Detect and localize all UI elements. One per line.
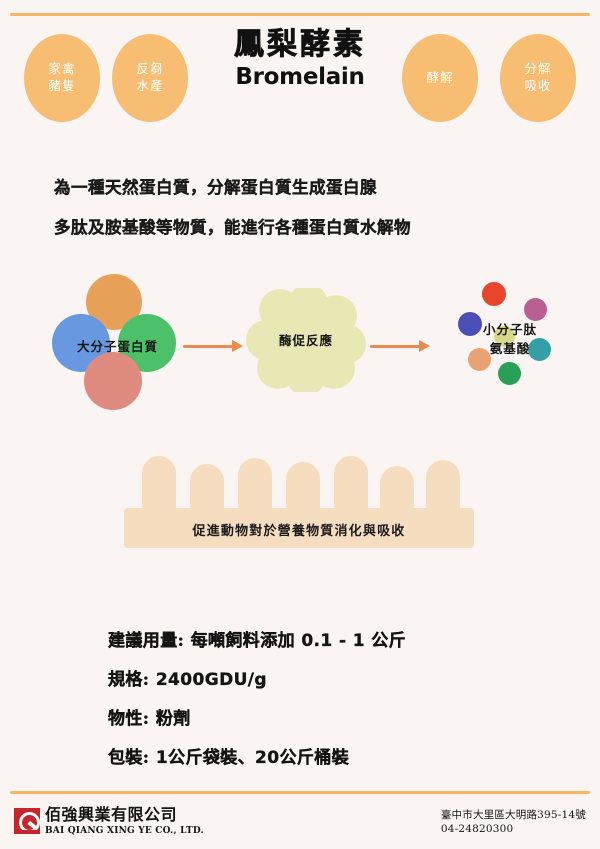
spec-value: 粉劑 [155,709,191,729]
product-label: 小分子肽 氨基酸 [440,320,580,358]
arrow-head [232,340,243,352]
footer-section: 佰強興業有限公司 BAI QIANG XING YE CO., LTD. 臺中市… [0,802,600,849]
specifications-list: 建議用量: 每噸飼料添加 0.1 - 1 公斤 規格: 2400GDU/g 物性… [108,622,528,778]
blob-shape-icon [246,288,366,392]
product-title-cn: 鳳梨酵素 [234,27,366,62]
company-contact-block: 臺中市大里區大明路395-14號 04-24820300 [441,808,586,836]
bubble-line-1: 家禽 [48,61,76,77]
molecule-circle-salmon [84,352,142,410]
company-phone: 04-24820300 [440,823,514,835]
spec-label: 規格: [108,670,150,690]
peptide-dot-red [482,282,506,306]
bubble-line-1: 反芻 [136,61,164,77]
spec-label: 包裝: [108,748,150,768]
company-name-group: 佰強興業有限公司 BAI QIANG XING YE CO., LTD. [45,805,204,837]
description-line-1: 為一種天然蛋白質，分解蛋白質生成蛋白腺 [54,178,377,197]
header-bubble-poultry-pig: 家禽 豬隻 [24,34,100,122]
peptide-dot-green [498,362,521,385]
arrow-head [419,340,430,352]
bubble-line-1: 酵解 [426,69,454,85]
spec-row-dosage: 建議用量: 每噸飼料添加 0.1 - 1 公斤 [108,622,528,661]
logo-base-strip [14,830,40,834]
company-logo-icon [14,808,40,834]
spec-label: 物性: [108,709,150,729]
spec-value: 1公斤袋裝、20公斤桶裝 [155,748,350,768]
company-address: 臺中市大里區大明路395-14號 [440,809,586,821]
peptide-dot-indigo [458,312,482,336]
product-label-line-2: 氨基酸 [489,341,531,356]
reaction-diagram: 大分子蛋白質 酶促反應 [0,262,600,422]
spec-value: 2400GDU/g [155,670,267,690]
top-divider-rule [10,13,590,16]
product-peptide-scatter: 小分子肽 氨基酸 [440,270,580,410]
description-block: 為一種天然蛋白質，分解蛋白質生成蛋白腺 多肽及胺基酸等物質，能進行各種蛋白質水解… [54,168,554,248]
product-title-en: Bromelain [235,63,365,90]
bubble-line-2: 豬隻 [48,78,76,93]
header-bubble-digestion-absorption: 分解 吸收 [500,34,576,122]
product-title-group: 鳳梨酵素 Bromelain [200,27,400,90]
bottom-divider-rule [10,791,590,794]
bubble-line-1: 分解 [524,61,552,77]
company-name-en: BAI QIANG XING YE CO., LTD. [45,826,204,836]
arrow-right-icon-2 [370,339,430,353]
peptide-dot-teal [528,338,551,361]
company-name-cn: 佰強興業有限公司 [45,805,178,824]
enzyme-reaction-blob: 酶促反應 [246,288,366,392]
substrate-molecule-cluster: 大分子蛋白質 [48,274,208,410]
villi-shape-icon [124,456,474,548]
intestinal-villi-illustration: 促進動物對於營養物質消化與吸收 [124,452,474,552]
header-section: 家禽 豬隻 反芻 水產 鳳梨酵素 Bromelain 酵解 分解 吸收 [0,27,600,138]
substrate-label: 大分子蛋白質 [76,339,158,354]
peptide-dot-plum [524,298,547,321]
arrow-right-icon-1 [183,339,243,353]
peptide-dot-yellow [494,326,515,347]
product-label-line-1: 小分子肽 [482,322,537,337]
spec-label: 建議用量: [108,631,185,651]
reaction-label: 酶促反應 [278,333,333,348]
bubble-line-2: 吸收 [524,78,552,93]
header-bubble-ruminant-aquatic: 反芻 水產 [112,34,188,122]
spec-value: 每噸飼料添加 0.1 - 1 公斤 [190,631,407,651]
header-bubble-fermentation: 酵解 [402,34,478,122]
bubble-line-2: 水產 [136,78,164,93]
description-line-2: 多肽及胺基酸等物質，能進行各種蛋白質水解物 [54,218,411,237]
spec-row-property: 物性: 粉劑 [108,700,528,739]
peptide-dot-peach [468,348,491,371]
arrow-shaft [370,345,420,348]
spec-row-grade: 規格: 2400GDU/g [108,661,528,700]
arrow-shaft [183,345,233,348]
company-logo-block: 佰強興業有限公司 BAI QIANG XING YE CO., LTD. [14,806,204,836]
villi-label: 促進動物對於營養物質消化與吸收 [192,524,406,539]
spec-row-packaging: 包裝: 1公斤袋裝、20公斤桶裝 [108,739,528,778]
